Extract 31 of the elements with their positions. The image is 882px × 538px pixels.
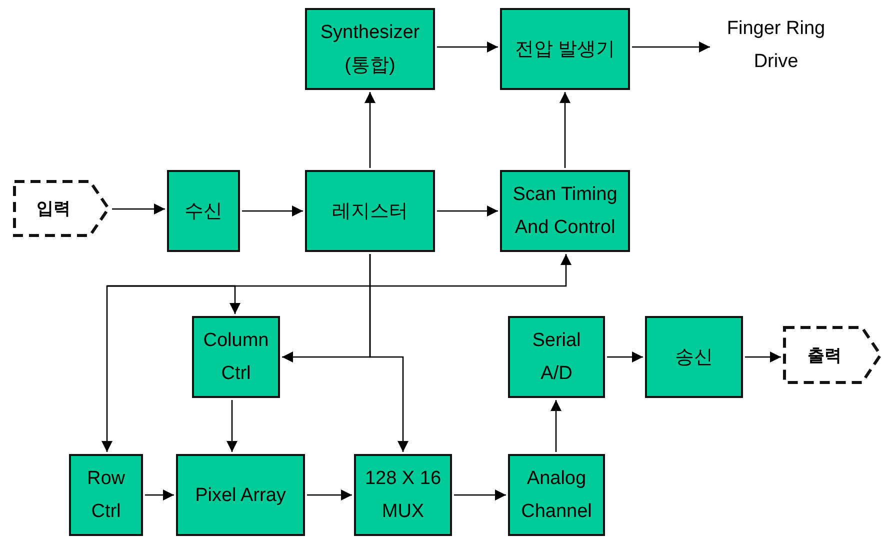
terminal-shape: 입력 (13, 180, 110, 237)
arrow (307, 490, 352, 500)
process-box: Scan Timing And Control (500, 170, 630, 252)
arrow (437, 206, 498, 216)
arrow (745, 352, 781, 362)
arrow (607, 352, 643, 362)
process-box: Column Ctrl (192, 316, 280, 398)
arrow (145, 490, 174, 500)
process-box: Serial A/D (508, 316, 605, 398)
arrow (369, 254, 408, 452)
process-box: 수신 (167, 170, 240, 252)
process-box: 전압 발생기 (500, 8, 630, 90)
process-box: Pixel Array (176, 454, 305, 536)
arrow (242, 206, 303, 216)
output-label: Finger Ring Drive (712, 10, 840, 80)
arrow (632, 42, 710, 52)
arrow (437, 42, 498, 52)
process-box: 128 X 16 MUX (354, 454, 452, 536)
arrow (112, 204, 165, 214)
arrow (226, 400, 238, 452)
arrow (364, 92, 376, 168)
terminal-shape: 출력 (783, 326, 882, 384)
arrow (454, 490, 506, 500)
process-box: 송신 (645, 316, 743, 398)
process-box: 레지스터 (305, 170, 435, 252)
process-box: Analog Channel (508, 454, 605, 536)
process-box: Row Ctrl (69, 454, 143, 536)
arrow (102, 285, 235, 452)
arrow (560, 92, 570, 168)
process-box: Synthesizer (통합) (305, 8, 435, 90)
arrow (550, 400, 562, 452)
